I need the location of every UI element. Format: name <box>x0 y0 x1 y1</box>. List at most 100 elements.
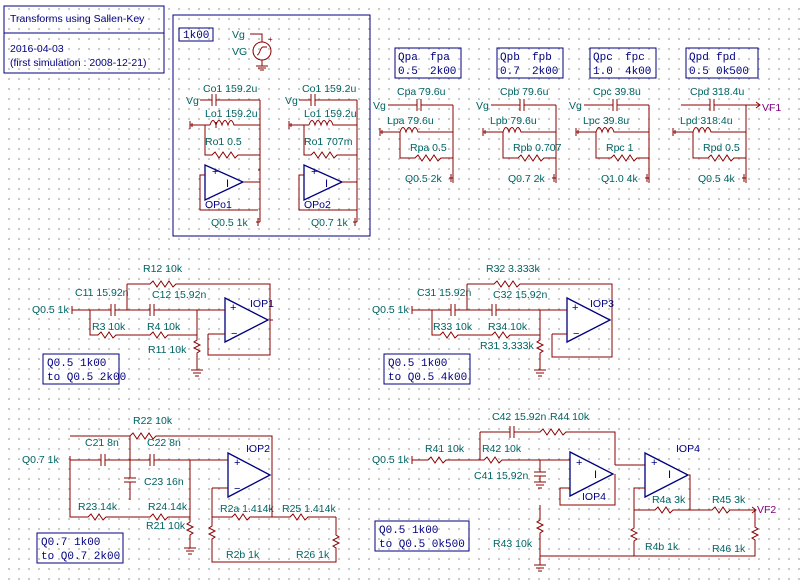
rlc-opamp-right[interactable]: Co1 159.2u Vg Lo1 159.2u Ro1 707m + I OP… <box>285 83 358 229</box>
resistor-icon <box>303 100 358 159</box>
ind-label: Lpa 79.6u <box>387 115 434 127</box>
title-text: Transforms using Sallen-Key <box>10 13 145 25</box>
svg-text:+: + <box>234 457 240 469</box>
cap-label: Cpc 39.8u <box>593 86 641 98</box>
opamp-icon <box>227 451 272 499</box>
svg-text:I: I <box>668 469 671 481</box>
co1-label: Co1 159.2u <box>203 83 257 95</box>
param-table-c[interactable]: Qpc fpc 1.0 4k00 <box>589 47 657 79</box>
resistor-icon <box>185 517 195 548</box>
iop1-label: IOP1 <box>250 298 274 310</box>
circuit-iop3[interactable]: R32 3.333k C31 15.92n C32 15.92n Q0.5 1k… <box>372 263 614 385</box>
in-label-3: Q0.7 1k <box>22 454 60 466</box>
r21-label: R21 10k <box>146 520 186 532</box>
circuit-iop4[interactable]: C42 15.92n R44 10k R41 10k R42 10k Q0.5 … <box>372 411 776 572</box>
qpc-header: Qpc <box>593 52 613 64</box>
r4b-label: R4b 1k <box>645 541 679 553</box>
lo1b-label: Lo1 159.2u <box>304 108 357 120</box>
param-table-d[interactable]: Qpd fpd 0.5 0k500 <box>685 47 759 79</box>
reference-group[interactable]: 1k00 Vg + VG Co1 159.2u Vg Lo1 159.2u Ro… <box>172 14 371 237</box>
param-table-a[interactable]: Qpa fpa 0.5 2k00 <box>394 47 462 79</box>
r22-label: R22 10k <box>133 415 173 427</box>
wire <box>502 105 557 134</box>
r4a-label: R4a 3k <box>652 494 686 506</box>
capacitor-icon <box>124 460 136 500</box>
ro1b-label: Ro1 707m <box>304 136 353 148</box>
out-label-left: Q0.5 1k <box>211 217 249 229</box>
wire <box>575 128 596 136</box>
circuit-iop1[interactable]: R12 10k C11 15.92n C12 15.92n Q0.5 1k + … <box>32 263 274 385</box>
ground-icon <box>184 547 196 555</box>
wire <box>709 99 715 111</box>
c21-label: C21 8n <box>85 437 119 449</box>
svg-text:+: + <box>576 457 582 469</box>
r24-label: R24 14k <box>148 501 188 513</box>
title-box[interactable]: Transforms using Sallen-Key 2016-04-03 (… <box>3 5 165 74</box>
c23-label: C23 16n <box>144 476 184 488</box>
resistor-icon <box>127 280 273 321</box>
iop4-label-b: IOP4 <box>676 443 700 455</box>
r23-label: R23 14k <box>78 501 118 513</box>
co1b-label: Co1 159.2u <box>302 83 356 95</box>
wire <box>416 99 422 111</box>
opamp-icon <box>224 296 270 344</box>
fpa-header: fpa <box>430 52 450 64</box>
wire <box>595 132 650 183</box>
ground-icon <box>534 369 546 377</box>
resistor-icon <box>204 100 261 170</box>
resistor-icon <box>535 335 545 370</box>
resistor-icon <box>69 460 191 521</box>
res-label: Rpa 0.5 <box>410 142 447 154</box>
vg-label: Vg <box>569 100 582 112</box>
ind-label: Lpc 39.8u <box>583 115 629 127</box>
svg-text:+: + <box>212 166 218 178</box>
qpa-header: Qpa <box>398 52 418 64</box>
fpc-header: fpc <box>625 52 645 64</box>
param-table-b[interactable]: Qpb fpb 0.7 2k00 <box>496 47 564 79</box>
fpb-header: fpb <box>532 52 552 64</box>
circuit-iop2[interactable]: R22 10k C21 8n C22 8n Q0.7 1k C23 16n + … <box>22 415 341 564</box>
capacitor-icon <box>110 304 155 316</box>
resistor-icon <box>212 475 336 521</box>
res-label: Rpc 1 <box>606 142 634 154</box>
capacitor-icon <box>450 304 497 316</box>
opo2-label: OPo2 <box>304 199 331 211</box>
resistor-icon <box>431 310 541 339</box>
vg-source-icon[interactable] <box>252 41 272 61</box>
r25-label: R25 1.414k <box>282 503 336 515</box>
rlc-opamp-left[interactable]: Co1 159.2u Vg Lo1 159.2u Ro1 0.5 + I OPo… <box>186 83 261 229</box>
svg-text:+: + <box>230 302 236 314</box>
opamp-icon <box>566 296 612 344</box>
out-label-right: Q0.7 1k <box>311 217 349 229</box>
vf1-label: VF1 <box>762 102 781 114</box>
note1-c4: Q0.5 1k00 <box>379 525 438 537</box>
wire <box>612 99 618 111</box>
r46-label: R46 1k <box>712 543 746 555</box>
out-label: Q0.5 4k <box>698 173 736 185</box>
r11-label: R11 10k <box>148 344 187 356</box>
wire <box>519 99 525 111</box>
out-label: Q0.5 2k <box>405 173 443 185</box>
iop3-label: IOP3 <box>590 298 614 310</box>
in-label-1: Q0.5 1k <box>32 304 70 316</box>
r44-label: R44 10k <box>550 411 590 423</box>
ground-icon <box>191 369 203 377</box>
resistor-icon <box>192 335 202 370</box>
svg-text:−: − <box>231 328 237 340</box>
r3-label: R3 10k <box>92 321 126 333</box>
qpd-header: Qpd <box>689 52 709 64</box>
r32-label: R32 3.333k <box>486 263 540 275</box>
svg-text:+: + <box>572 302 578 314</box>
wire <box>379 128 400 136</box>
note1-c2: Q0.5 1k00 <box>388 358 447 370</box>
r12-label: R12 10k <box>143 263 183 275</box>
qpb-value: 0.7 <box>500 66 520 78</box>
fpb-value: 2k00 <box>532 66 558 78</box>
vf2-label: VF2 <box>757 504 776 516</box>
cap-label: Cpd 318.4u <box>690 86 744 98</box>
